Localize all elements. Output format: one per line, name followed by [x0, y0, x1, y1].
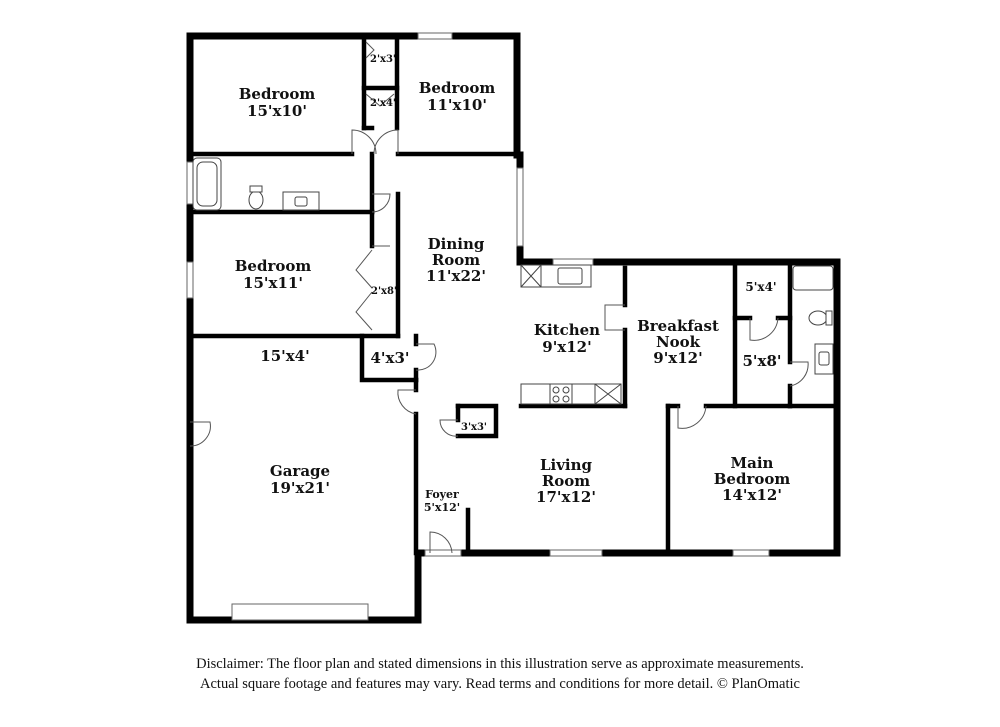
room-name: Bedroom — [714, 470, 791, 488]
sink-icon — [294, 196, 308, 207]
burner — [552, 395, 560, 403]
room-name: Bedroom — [239, 85, 316, 103]
burner — [552, 386, 560, 394]
closet-dims: 3'x3' — [461, 422, 487, 433]
closet-dims: 5'x4' — [745, 280, 776, 294]
window — [552, 258, 594, 266]
room-dims: 9'x12' — [542, 338, 591, 356]
window — [417, 32, 453, 40]
toilet-tank — [825, 310, 833, 326]
entry-door-gap — [424, 549, 462, 557]
door — [397, 389, 417, 415]
room-name: Main — [731, 454, 774, 472]
window — [549, 549, 603, 557]
burner — [562, 386, 570, 394]
bifold-door — [365, 41, 375, 59]
toilet-tank — [249, 185, 263, 193]
closet-dims: 2'x3' — [370, 54, 396, 65]
windows — [186, 32, 770, 621]
burner — [562, 395, 570, 403]
door — [371, 193, 391, 213]
room-name: Room — [542, 472, 590, 490]
room-labels: Bedroom 15'x10' Bedroom 11'x10' Bedroom … — [235, 79, 791, 514]
closet-labels: 2'x3' 2'x4' 2'x8' 3'x3' 5'x4' 5'x8' 4'x3… — [260, 54, 781, 433]
room-dims: 9'x12' — [653, 349, 702, 367]
kitchen-sink-icon — [557, 267, 583, 285]
door — [189, 421, 211, 447]
interior-walls — [187, 33, 840, 556]
door — [749, 317, 779, 341]
refrigerator-cross — [594, 383, 622, 405]
shower-icon — [792, 265, 834, 291]
door — [429, 531, 453, 554]
toilet-icon — [808, 310, 828, 326]
room-dims: 17'x12' — [536, 488, 596, 506]
disclaimer-line-2: Actual square footage and features may v… — [200, 676, 800, 692]
exterior-walls — [186, 32, 841, 624]
room-name: Living — [540, 456, 593, 474]
room-dims: 11'x10' — [427, 96, 487, 114]
toilet-icon — [248, 190, 264, 210]
closet-dims: 2'x4' — [370, 98, 396, 109]
door — [373, 129, 399, 155]
fixtures — [192, 157, 834, 405]
bifold-door — [355, 291, 373, 331]
bifold-door — [355, 249, 373, 289]
door — [439, 419, 459, 437]
doors — [189, 41, 809, 554]
window — [186, 261, 194, 299]
storage-dims: 4'x3' — [370, 349, 409, 367]
bifold-door — [365, 93, 395, 107]
room-name: Dining — [428, 235, 485, 253]
room-name: Room — [432, 251, 480, 269]
room-dims: 19'x21' — [270, 479, 330, 497]
room-dims: 5'x12' — [424, 501, 460, 514]
door — [789, 361, 809, 387]
room-name: Nook — [656, 333, 701, 351]
sliding-door — [516, 167, 524, 247]
garage-door — [231, 603, 369, 621]
room-dims: 15'x10' — [247, 102, 307, 120]
window — [186, 161, 194, 205]
room-dims: 14'x12' — [722, 486, 782, 504]
garage-strip-dims: 15'x4' — [260, 347, 309, 365]
disclaimer-line-1: Disclaimer: The floor plan and stated di… — [196, 656, 804, 672]
sink-icon — [818, 351, 830, 366]
room-name: Kitchen — [534, 321, 600, 339]
window — [732, 549, 770, 557]
bathtub-basin — [196, 161, 218, 207]
room-name: Bedroom — [419, 79, 496, 97]
room-name: Foyer — [425, 488, 459, 501]
closet-dims: 2'x8' — [371, 286, 397, 297]
door — [415, 343, 437, 371]
room-name: Garage — [270, 462, 330, 480]
room-dims: 11'x22' — [426, 267, 486, 285]
room-dims: 15'x11' — [243, 274, 303, 292]
door — [604, 304, 625, 331]
room-name: Bedroom — [235, 257, 312, 275]
closet-dims: 5'x8' — [742, 352, 781, 370]
door — [677, 405, 707, 429]
door — [351, 129, 377, 155]
room-name: Breakfast — [637, 317, 719, 335]
dishwasher-cross — [520, 264, 542, 288]
